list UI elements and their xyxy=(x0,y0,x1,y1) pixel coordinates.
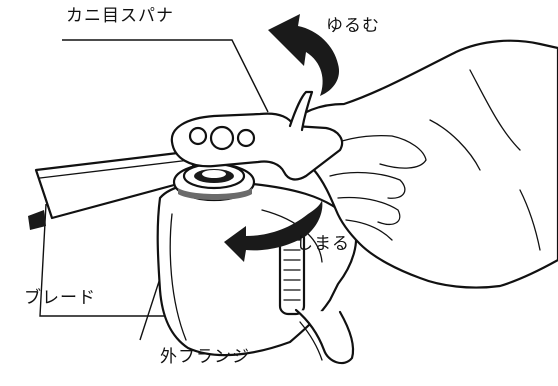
tool-body xyxy=(156,180,358,365)
blade-leader xyxy=(39,203,178,317)
pin-spanner xyxy=(170,90,344,181)
loosen-arrow xyxy=(268,14,340,96)
spanner-leader xyxy=(62,39,269,113)
hand xyxy=(286,39,558,289)
tighten-label: しまる xyxy=(296,234,350,254)
outer-flange-label: 外フランジ xyxy=(160,347,250,367)
blade-label: ブレード xyxy=(24,288,96,308)
tighten-arrow xyxy=(224,200,323,262)
spanner-label: カニ目スパナ xyxy=(66,6,174,26)
loosen-label: ゆるむ xyxy=(326,16,380,36)
outer-flange xyxy=(172,162,256,202)
